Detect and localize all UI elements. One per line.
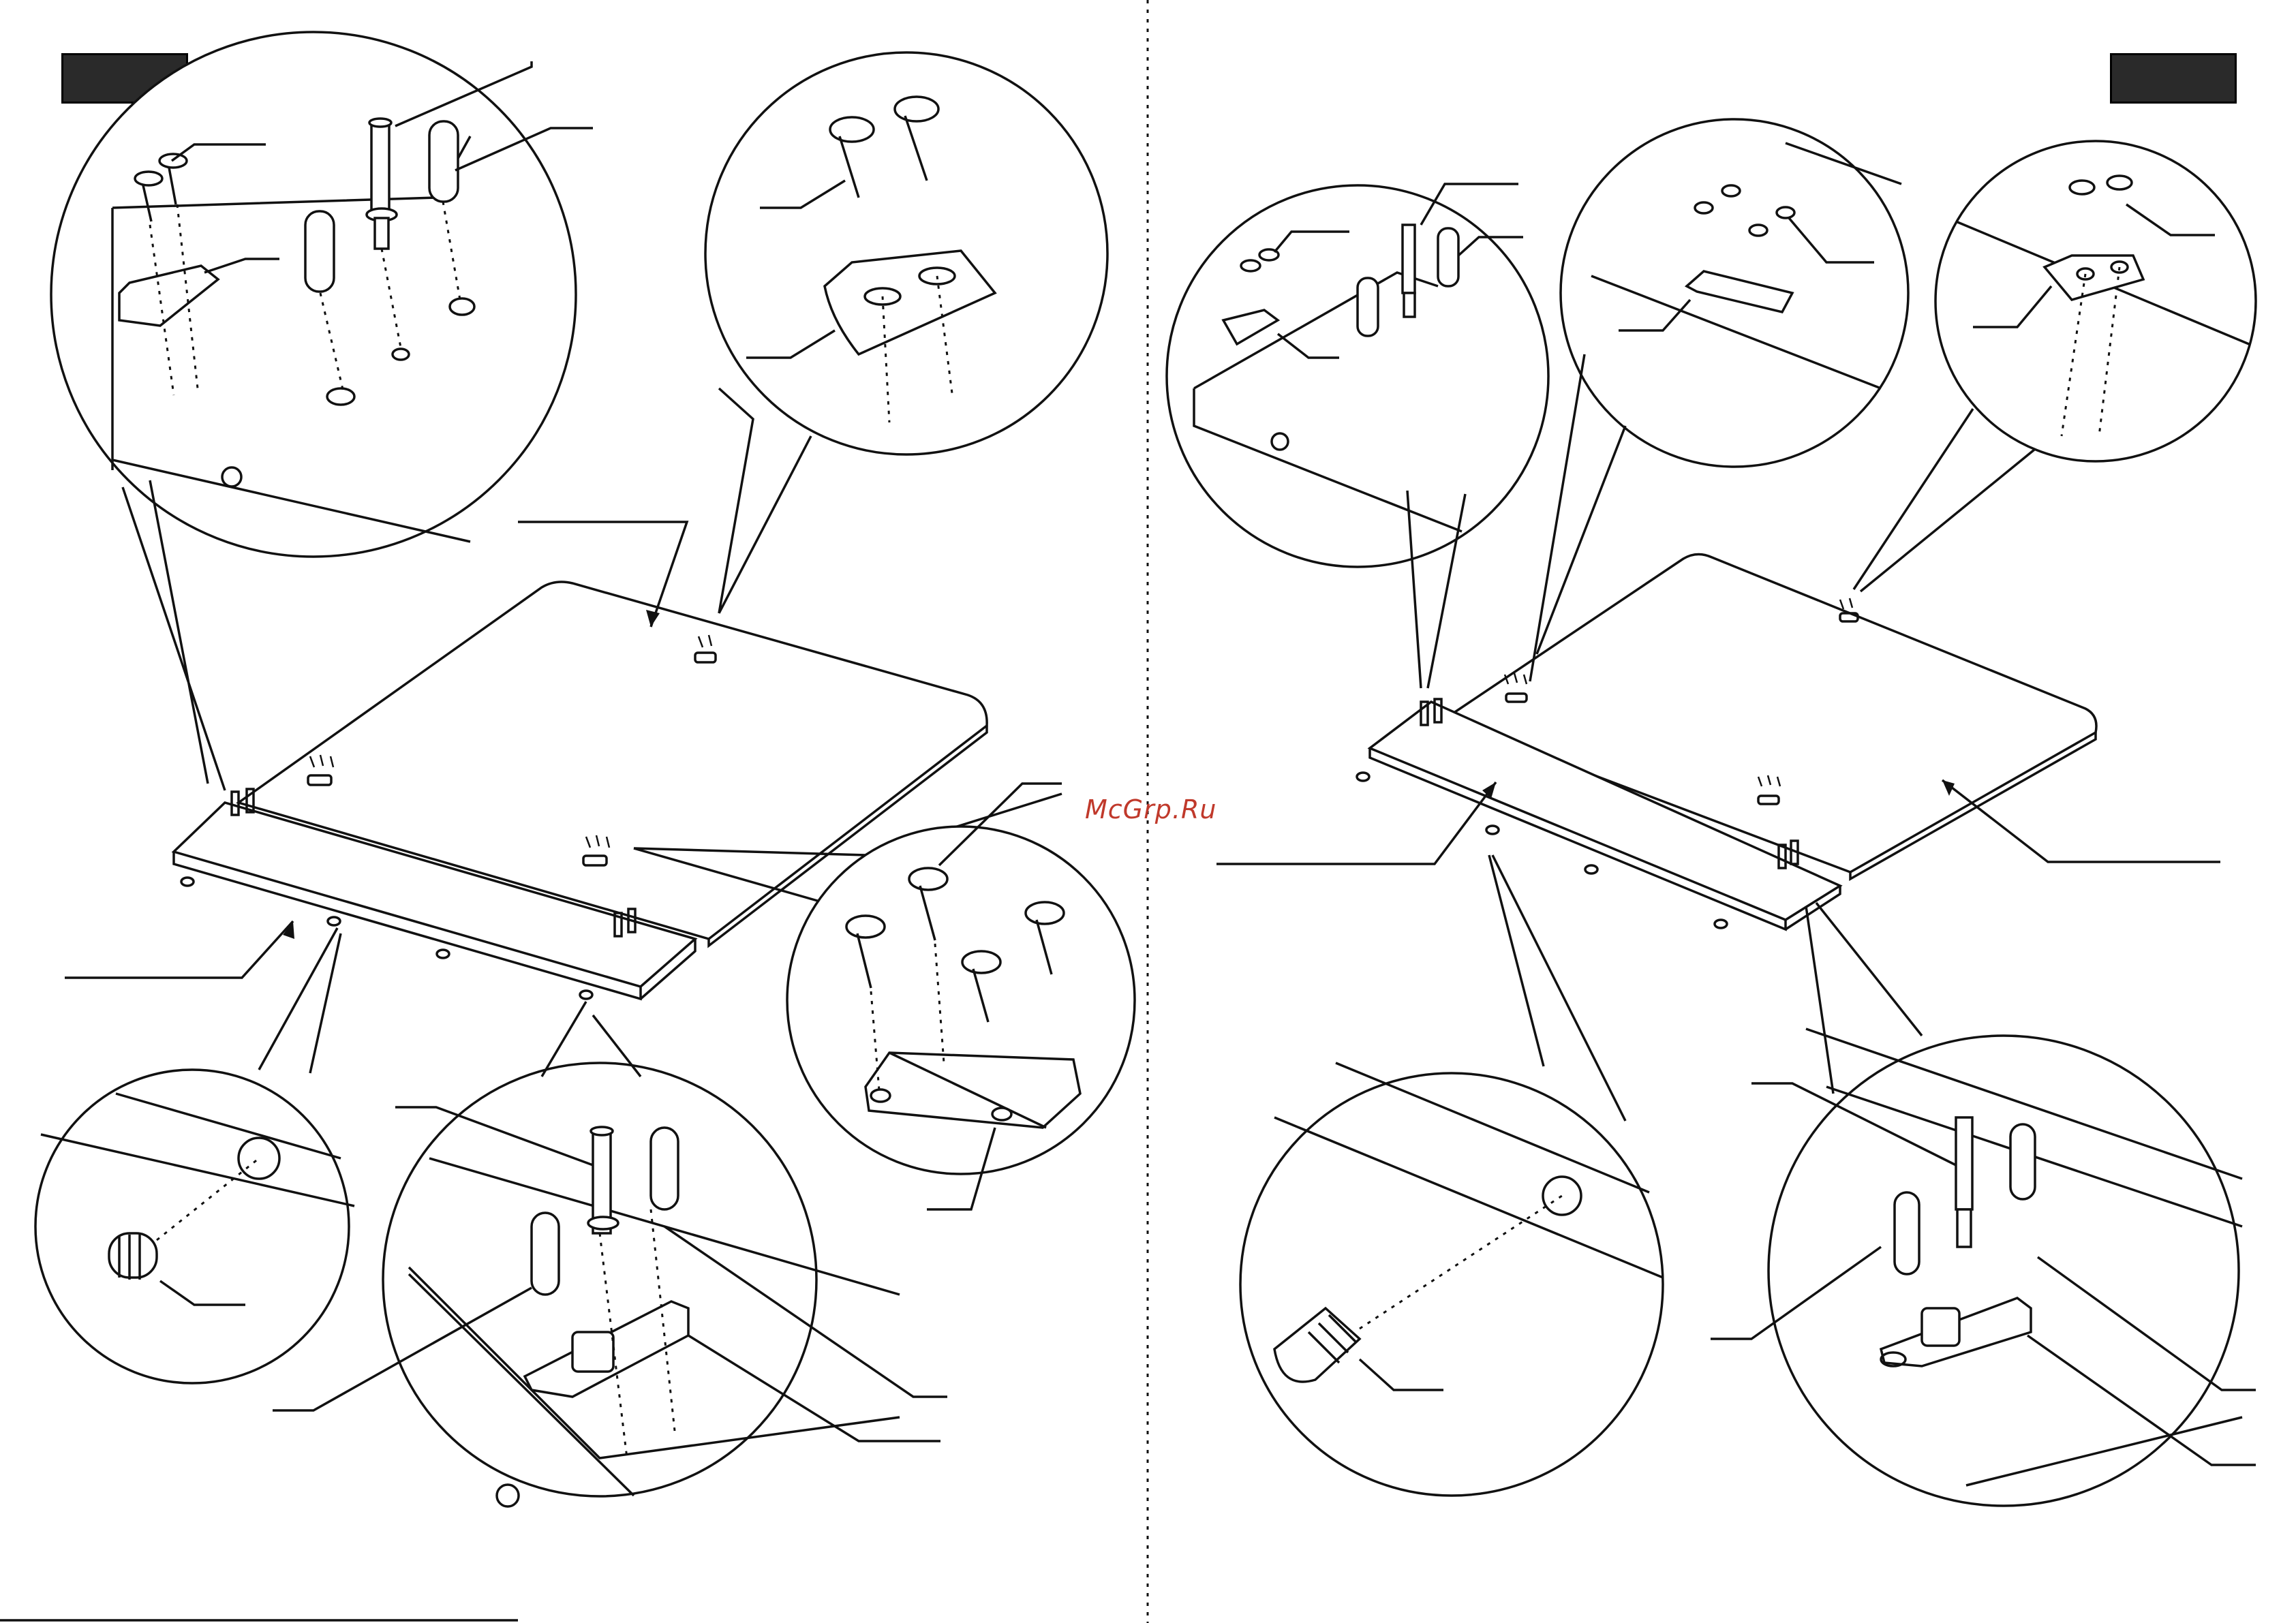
detail-circle-foot-left — [35, 928, 354, 1383]
left-assembly — [35, 32, 1135, 1506]
detail-circle-dowels-right — [1167, 184, 1548, 688]
cam-bolt-icon — [1956, 1117, 1972, 1247]
right-assembly — [1167, 119, 2256, 1506]
watermark-text: McGrp.Ru — [1085, 794, 1216, 824]
detail-circle-bracket-right — [1854, 141, 2256, 591]
detail-circle-hinge-left — [787, 784, 1135, 1209]
cam-bolt-icon — [1403, 225, 1415, 317]
foot-pad-icon — [109, 1233, 157, 1280]
detail-circle-bracket-top — [705, 52, 1107, 613]
detail-circle-camlock-right — [1711, 903, 2256, 1506]
detail-circle-foot-right — [1240, 855, 1663, 1496]
